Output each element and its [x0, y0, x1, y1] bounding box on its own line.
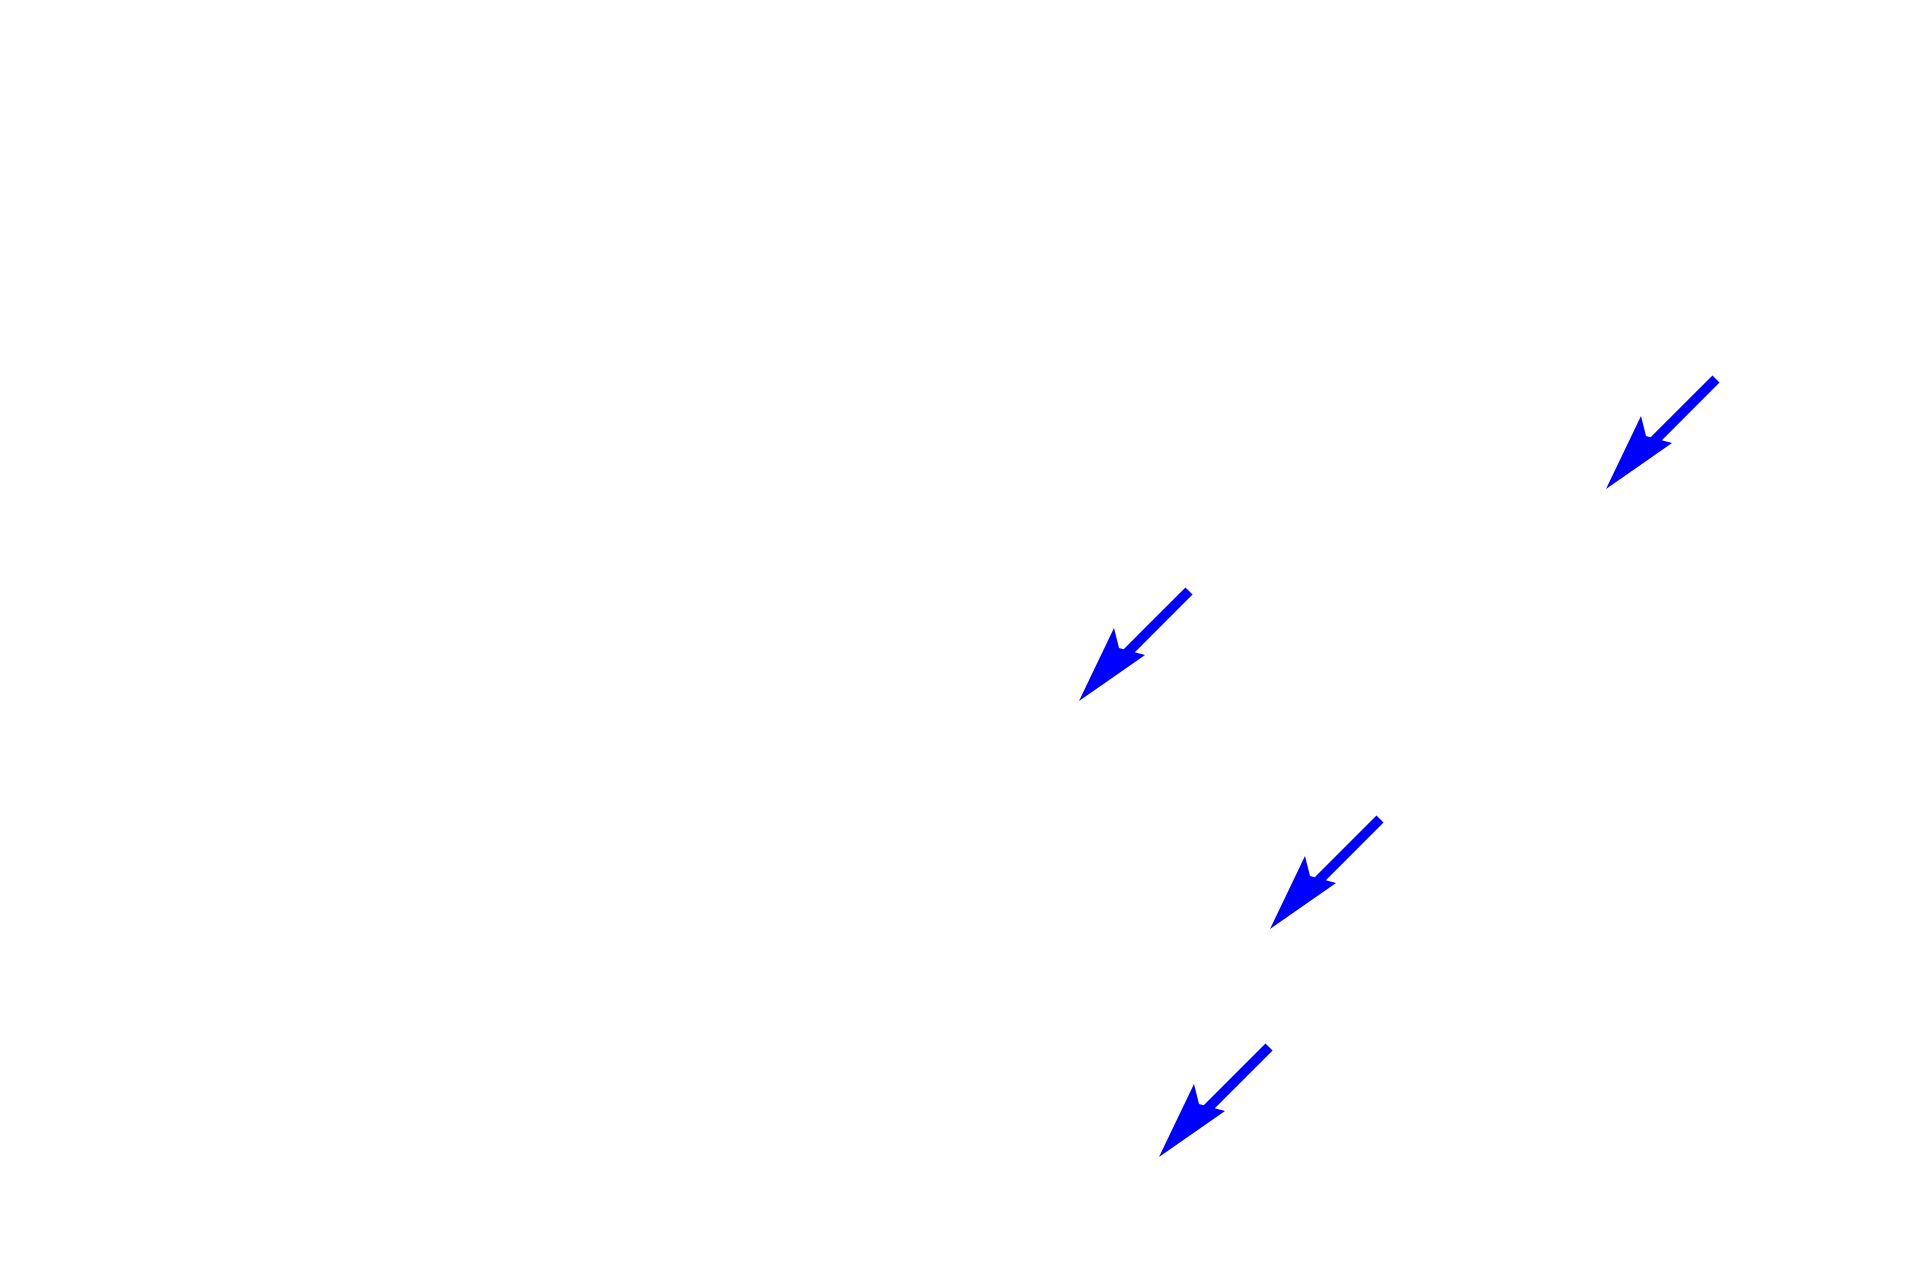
arrow-head: [1270, 856, 1336, 929]
arrow-down-left-icon: [1079, 587, 1193, 701]
arrow-down-left-icon: [1606, 375, 1720, 489]
arrow-head: [1079, 628, 1145, 701]
arrow-down-left-icon: [1270, 815, 1384, 929]
arrow-head: [1606, 416, 1672, 489]
arrow-head: [1159, 1084, 1225, 1157]
arrow-down-left-icon: [1159, 1043, 1273, 1157]
